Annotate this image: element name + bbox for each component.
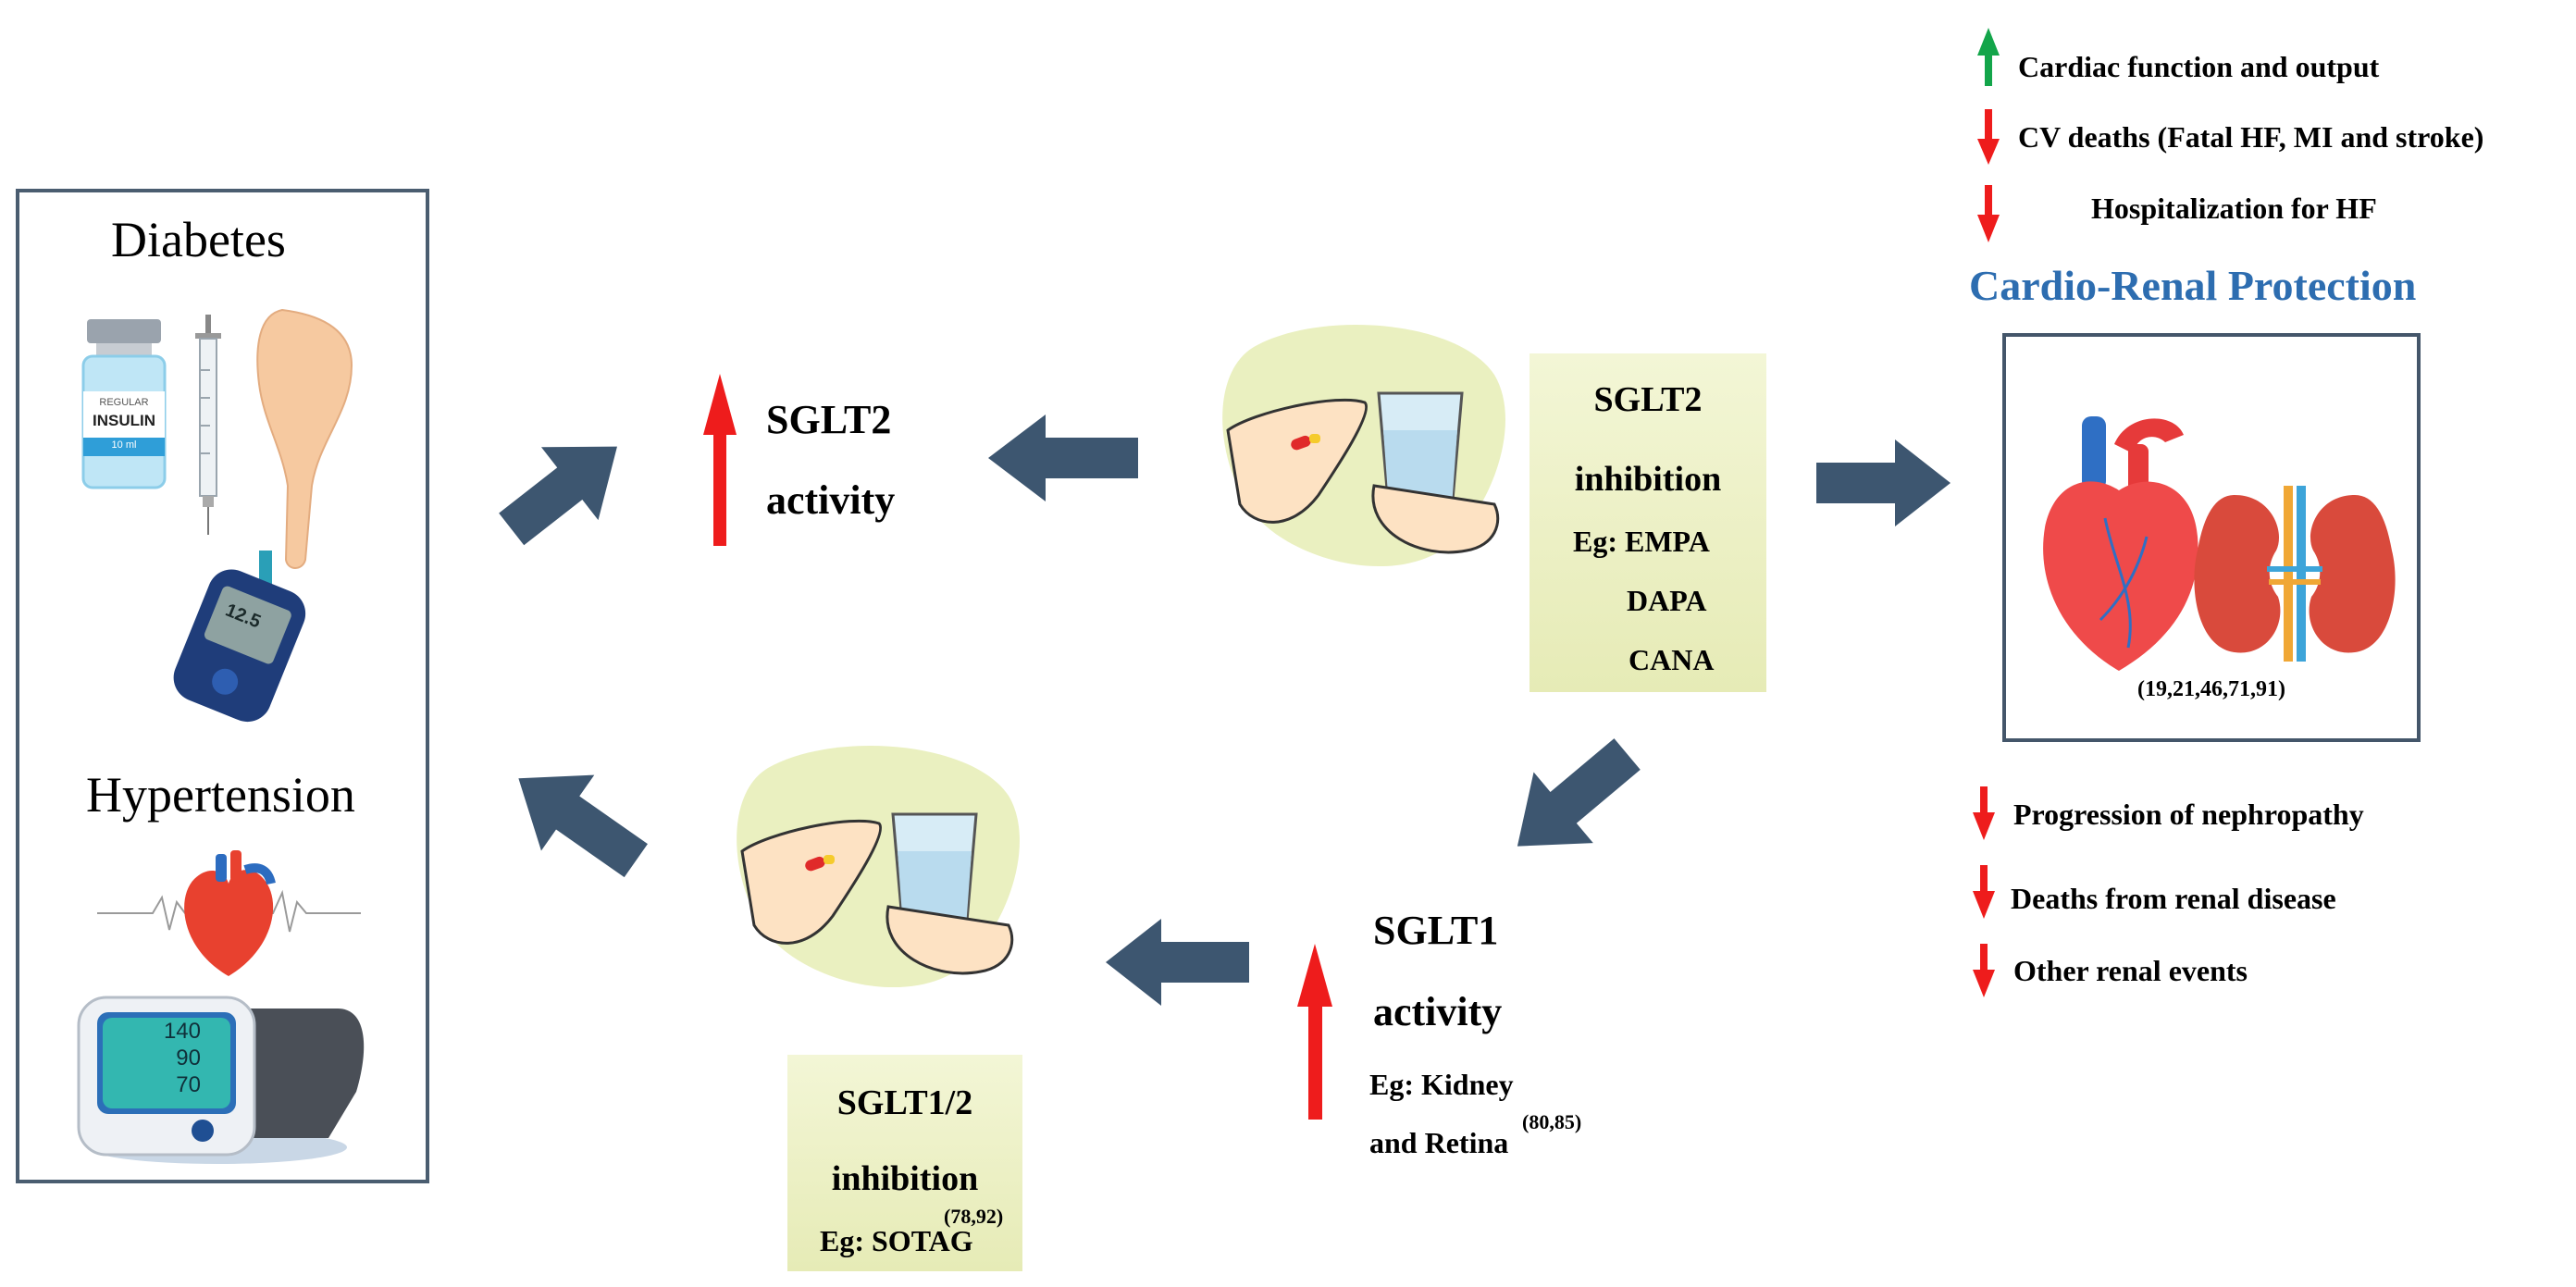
sglt2-inhibition-box [1530,353,1766,692]
sglt1-example-kidney: Eg: Kidney [1369,1068,1514,1101]
blood-pressure-monitor-icon: 140 90 70 [77,990,375,1166]
increase-arrow-sglt1 [1297,944,1332,1120]
cardiac-effect-0: Cardiac function and output [2018,50,2380,83]
renal-effect-arrow-2 [1973,944,1995,997]
sglt1-example-retina: and Retina [1369,1126,1509,1159]
kidneys-icon [2193,486,2396,662]
sglt2-inhibition-title: SGLT2 [1593,380,1703,419]
insulin-label: INSULIN [93,412,155,429]
sglt12-inhibition-label: inhibition [831,1159,979,1198]
renal-effect-2: Other renal events [2013,954,2248,987]
cardiac-effect-1: CV deaths (Fatal HF, MI and stroke) [2018,120,2484,154]
hypertension-title: Hypertension [86,767,355,823]
insulin-volume: 10 ml [111,439,137,451]
cardiac-effect-arrow-0 [1977,28,2000,86]
pill-and-water-icon-top [1217,319,1513,569]
cardiac-effect-arrow-2 [1977,185,2000,242]
finger-icon [254,308,356,569]
increase-arrow-sglt2 [703,374,737,546]
conditions-box [16,189,429,1183]
organ-references: (19,21,46,71,91) [2137,677,2285,701]
cardiac-effect-2: Hospitalization for HF [2091,192,2377,225]
sglt2-inhibition-label: inhibition [1574,460,1722,499]
renal-effect-arrow-1 [1973,865,1995,919]
flow-arrow-to-conditions [518,774,648,878]
renal-effect-1: Deaths from renal disease [2011,882,2336,915]
flow-arrow-to-sglt2-activity [499,446,617,546]
sglt12-inhibition-box [787,1055,1022,1271]
insulin-sub-label: REGULAR [99,397,149,408]
sglt2-example-cana: CANA [1629,643,1715,676]
sglt2-activity-label: activity [766,477,896,523]
sglt2-example-empa: Eg: EMPA [1573,525,1710,558]
heart-ecg-icon [97,847,361,981]
bp-pulse: 70 [176,1072,201,1097]
protection-title: Cardio-Renal Protection [1969,262,2417,309]
cardiac-effect-arrow-1 [1977,109,2000,165]
pill-and-water-icon-bottom [731,740,1027,990]
bp-diastolic: 90 [176,1046,201,1070]
sglt12-references: (78,92) [944,1205,1004,1228]
renal-effect-0: Progression of nephropathy [2013,798,2364,831]
sglt12-example-sotag: Eg: SOTAG [820,1224,973,1257]
renal-effect-arrow-0 [1973,786,1995,840]
sglt1-activity-title: SGLT1 [1373,908,1499,953]
sglt12-inhibition-title: SGLT1/2 [836,1083,973,1122]
heart-icon [2026,407,2211,675]
flow-arrow-to-sglt1-activity [1517,738,1641,847]
syringe-icon [190,315,227,537]
diabetes-title: Diabetes [111,212,286,267]
organ-box [2002,333,2421,742]
bp-systolic: 140 [163,1019,201,1044]
flow-arrow-sglt1-to-inhibition [1106,919,1249,1006]
sglt2-example-dapa: DAPA [1627,584,1707,617]
glucometer-icon: 12.5 [171,551,310,723]
flow-arrow-inhibition-to-activity [988,415,1138,501]
insulin-vial-icon: REGULAR INSULIN 10 ml [81,319,167,491]
sglt2-activity-title: SGLT2 [766,397,892,442]
flow-arrow-to-protection [1816,439,1951,526]
sglt1-references: (80,85) [1522,1110,1582,1133]
sglt1-activity-label: activity [1373,989,1503,1034]
